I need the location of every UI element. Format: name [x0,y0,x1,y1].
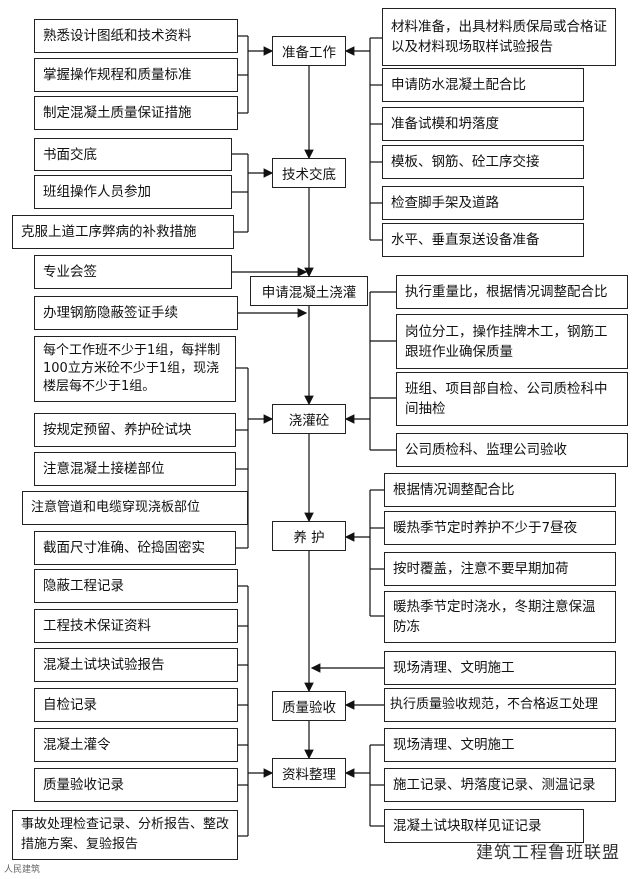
watermark: 建筑工程鲁班联盟 [476,843,620,863]
right-step-19: 混凝土试块取样见证记录 [384,809,584,843]
left-step-4: 书面交底 [34,138,232,171]
right-step-15: 现场清理、文明施工 [384,651,616,685]
left-step-17: 自检记录 [34,688,238,722]
right-step-1: 材料准备，出具材料质保局或合格证以及材料现场取样试验报告 [382,8,616,66]
left-step-13: 截面尺寸准确、砼捣固密实 [34,531,236,565]
left-step-19: 质量验收记录 [34,768,238,802]
right-step-13: 按时覆盖，注意不要早期加荷 [384,552,616,586]
right-step-6: 水平、垂直泵送设备准备 [382,223,584,257]
left-step-5: 班组操作人员参加 [34,175,232,209]
stage-cure: 养 护 [272,521,346,551]
left-step-16: 混凝土试块试验报告 [34,648,238,682]
stage-docs: 资料整理 [272,758,346,788]
right-step-17: 现场清理、文明施工 [384,728,616,762]
left-step-11: 注意混凝土接槎部位 [34,452,236,486]
stage-qa: 质量验收 [272,691,346,721]
right-step-2: 申请防水混凝土配合比 [382,68,584,102]
left-step-15: 工程技术保证资料 [34,609,238,643]
stage-apply: 申请混凝土浇灌 [250,276,368,306]
left-step-12: 注意管道和电缆穿现浇板部位 [22,491,248,525]
right-step-9: 班组、项目部自检、公司质检科中间抽检 [396,372,628,426]
right-step-10: 公司质检科、监理公司验收 [396,433,628,467]
left-step-8: 办理钢筋隐蔽签证手续 [34,296,238,330]
stage-prep: 准备工作 [272,36,346,66]
left-step-10: 按规定预留、养护砼试块 [34,413,236,447]
left-step-1: 熟悉设计图纸和技术资料 [34,19,238,53]
left-step-9: 每个工作班不少于1组，每拌制100立方米砼不少于1组，现浇楼层每不少于1组。 [34,336,236,402]
right-step-4: 模板、钢筋、砼工序交接 [382,145,584,179]
right-step-18: 施工记录、坍落度记录、测温记录 [384,768,616,802]
left-step-7: 专业会签 [34,255,232,289]
right-step-14: 暖热季节定时浇水，冬期注意保温防冻 [384,591,616,643]
right-step-3: 准备试模和坍落度 [382,107,584,141]
right-step-8: 岗位分工，操作挂牌木工，钢筋工跟班作业确保质量 [396,314,628,369]
right-step-12: 暖热季节定时养护不少于7昼夜 [384,511,616,545]
left-step-2: 掌握操作规程和质量标准 [34,58,238,92]
right-step-16: 执行质量验收规范，不合格返工处理 [384,688,616,722]
left-step-3: 制定混凝土质量保证措施 [34,96,238,130]
right-step-7: 执行重量比，根据情况调整配合比 [396,275,628,309]
right-step-11: 根据情况调整配合比 [384,473,616,507]
left-step-20: 事故处理检查记录、分析报告、整改措施方案、复验报告 [12,810,238,860]
stage-pour: 浇灌砼 [272,404,346,434]
left-step-18: 混凝土灌令 [34,728,238,762]
left-step-6: 克服上道工序弊病的补救措施 [12,215,234,249]
left-step-14: 隐蔽工程记录 [34,569,238,603]
watermark-small: 人民建筑 [4,865,41,875]
right-step-5: 检查脚手架及道路 [382,186,584,220]
stage-tech: 技术交底 [272,158,346,188]
